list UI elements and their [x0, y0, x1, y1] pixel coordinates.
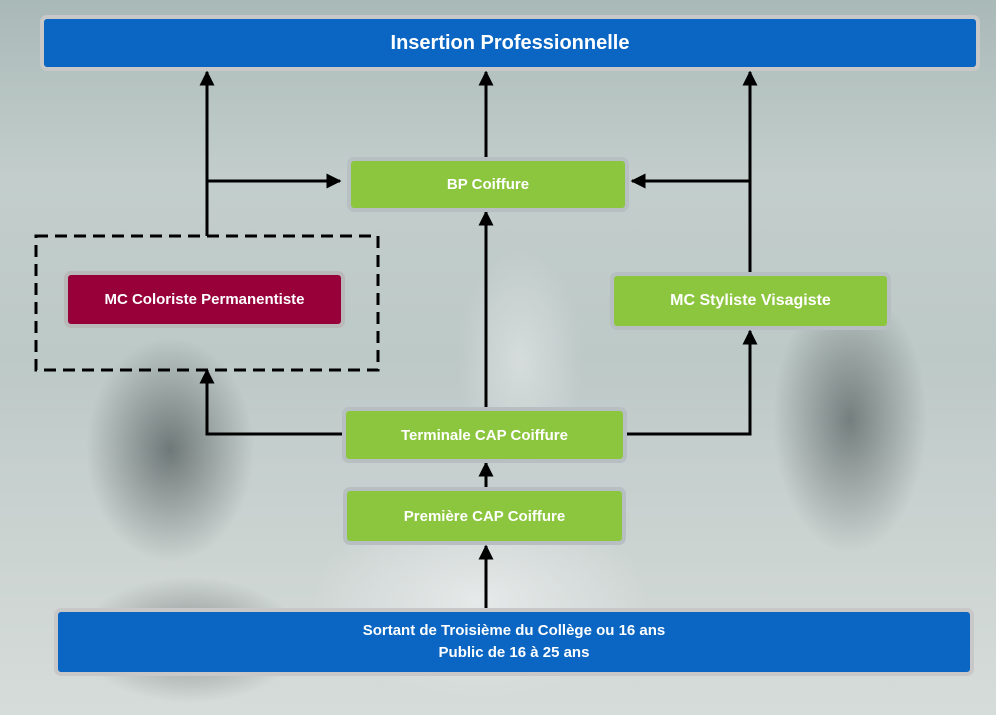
- entry-line-1: Sortant de Troisième du Collège ou 16 an…: [362, 622, 666, 639]
- mc-coloriste-box: MC Coloriste Permanentiste: [64, 271, 345, 328]
- arrow-terminale-to-styliste: [625, 329, 758, 436]
- arrow-terminale-to-coloriste: [199, 368, 346, 436]
- entry-line-2: Public de 16 à 25 ans: [438, 644, 590, 661]
- bp-coiffure-box: BP Coiffure: [347, 157, 629, 212]
- premiere-cap-label: Première CAP Coiffure: [403, 507, 566, 525]
- entry-public-box: Sortant de Troisième du Collège ou 16 an…: [54, 608, 974, 676]
- mc-coloriste-label: MC Coloriste Permanentiste: [104, 291, 305, 308]
- terminale-cap-box: Terminale CAP Coiffure: [342, 407, 627, 463]
- mc-styliste-box: MC Styliste Visagiste: [610, 272, 891, 330]
- mc-styliste-label: MC Styliste Visagiste: [670, 292, 831, 309]
- insertion-professionnelle-box: Insertion Professionnelle: [40, 15, 980, 71]
- insertion-label: Insertion Professionnelle: [390, 31, 630, 54]
- coloriste-dashed-group: [34, 234, 380, 372]
- bp-coiffure-label: BP Coiffure: [446, 176, 530, 193]
- terminale-cap-label: Terminale CAP Coiffure: [401, 426, 568, 444]
- premiere-cap-box: Première CAP Coiffure: [343, 487, 626, 545]
